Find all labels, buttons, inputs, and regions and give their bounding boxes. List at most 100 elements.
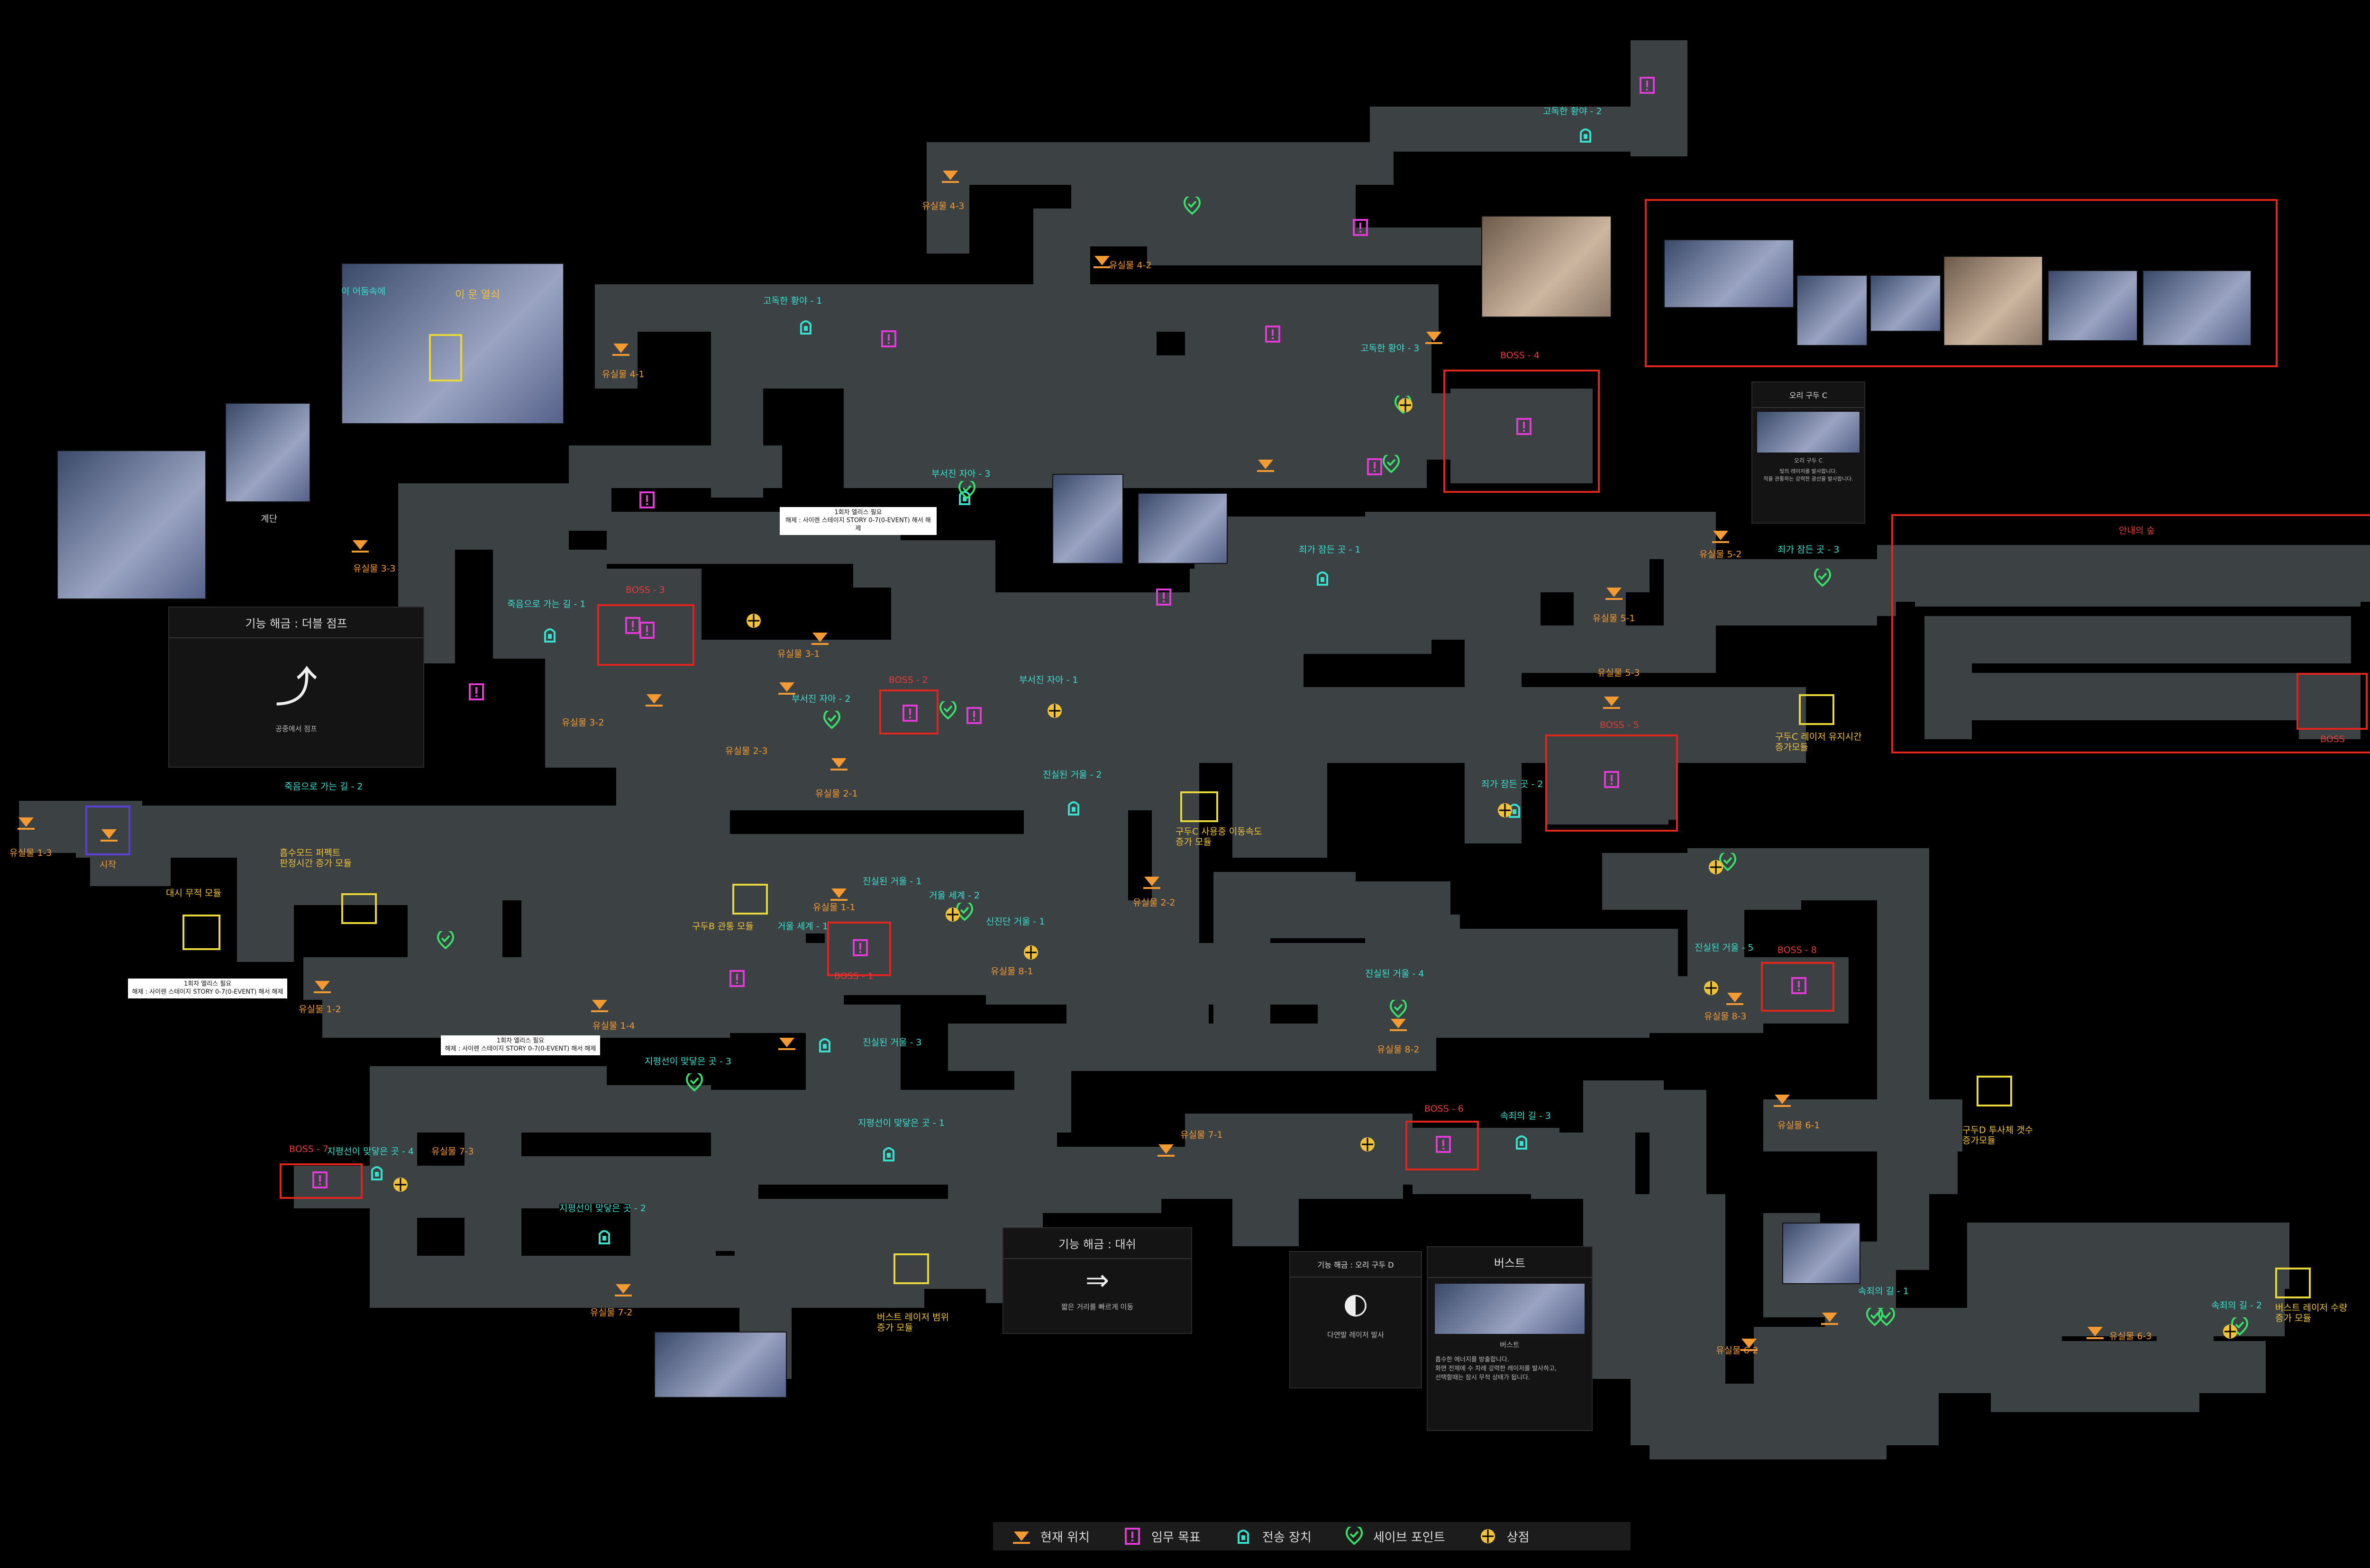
teleport-icon (1512, 1133, 1531, 1151)
legend-label: 세이브 포인트 (1373, 1530, 1445, 1545)
upgrade-frame-burst-amount (2275, 1268, 2311, 1298)
card-double-jump-caption: 공중에서 점프 (275, 725, 317, 733)
mission-icon (1365, 457, 1384, 476)
thumbnail-bottom-area (654, 1332, 787, 1398)
label-relic-7-2: 유실물 7-2 (590, 1307, 633, 1318)
label-burst-amount: 버스트 레이저 수량 증가 모듈 (2275, 1303, 2347, 1323)
current-location-icon (1602, 692, 1621, 711)
label-relic-3-1: 유실물 3-1 (777, 649, 820, 659)
mission-icon (1351, 218, 1370, 237)
label-door-key: 이 문 열쇠 (455, 289, 500, 301)
label-true-mirror-3: 진실된 거울 - 3 (863, 1037, 922, 1048)
thumbnail-strip-5 (2048, 270, 2138, 341)
card-gudu-c-subtitle: 오리 구두 C (1794, 457, 1823, 464)
label-true-mirror-5: 진실된 거울 - 5 (1695, 943, 1754, 953)
label-start: 시작 (100, 860, 116, 870)
label-relic-5-2: 유실물 5-2 (1699, 549, 1742, 560)
label-mirror-world-1: 거울 세계 - 1 (777, 921, 828, 932)
label-gudu-b: 구두B 관통 모듈 (692, 921, 754, 932)
label-relic-8-2: 유실물 8-2 (1377, 1044, 1420, 1055)
frame-boss-1 (827, 922, 891, 976)
label-corridor-2: 죄가 잠든 곳 - 2 (1481, 779, 1543, 789)
teleport-icon (1237, 1530, 1249, 1544)
teleport-icon (367, 1163, 386, 1182)
label-relic-7-3: 유실물 7-3 (431, 1146, 474, 1157)
upgrade-frame-start (85, 806, 130, 855)
shop-icon (1495, 801, 1514, 820)
note-1: 1회차 엘리스 필요 해제 : 사이렌 스테이지 STORY 0-7(0-EVE… (780, 507, 937, 535)
label-boss-1: BOSS - 1 (834, 971, 874, 981)
teleport-icon (1576, 126, 1595, 145)
teleport-icon (796, 317, 815, 336)
teleport-icon (1064, 798, 1083, 817)
label-godseat-1: 신진단 거울 - 1 (986, 916, 1045, 927)
gudu-d-icon: ◐ (1343, 1287, 1368, 1320)
label-absorb-mode: 흡수모드 퍼펙트 판정시간 증가 모듈 (280, 848, 352, 869)
shop-icon (1045, 701, 1064, 720)
label-relic-5-3: 유실물 5-3 (1597, 668, 1640, 678)
current-location-icon (611, 339, 630, 358)
frame-boss-3 (597, 604, 694, 666)
save-point-icon (822, 711, 841, 730)
current-location-icon (1157, 1140, 1176, 1159)
mission-icon (638, 490, 656, 509)
frame-boss-8 (1761, 962, 1834, 1012)
shop-icon (943, 905, 962, 924)
upgrade-frame-dash (182, 915, 220, 950)
current-location-icon (17, 813, 36, 832)
frame-collection (1645, 199, 2278, 367)
legend-item: 전송 장치 (1234, 1527, 1312, 1546)
label-lonely-3: 고독한 황야 - 3 (1360, 343, 1420, 353)
current-location-icon (1725, 988, 1744, 1007)
current-location-icon (1013, 1532, 1030, 1544)
label-dash-invuln: 대시 무적 모듈 (166, 888, 221, 898)
frame-guide-forest (1891, 514, 2370, 753)
label-lonely-2: 고독한 황야 - 2 (1543, 106, 1602, 117)
shop-icon (1358, 1135, 1377, 1154)
upgrade-frame-gudu-b (732, 884, 768, 915)
card-burst-title: 버스트 (1428, 1247, 1592, 1278)
label-boss-3: BOSS - 3 (626, 585, 665, 595)
mission-icon (901, 704, 920, 723)
mission-icon (1602, 770, 1621, 789)
label-corridor-1: 죄가 잠든 곳 - 1 (1299, 544, 1361, 555)
thumbnail-dark-room (341, 263, 564, 424)
label-redemption-1: 속죄의 길 - 1 (1858, 1286, 1909, 1296)
mission-icon (728, 969, 747, 988)
current-location-icon (1093, 251, 1112, 270)
mission-icon (467, 682, 486, 701)
mission-icon (1514, 417, 1533, 436)
burst-image (1434, 1283, 1586, 1335)
thumbnail-strip-3 (1870, 275, 1941, 332)
label-horizon-2: 지평선이 맞닿은 곳 - 2 (559, 1203, 646, 1214)
mission-icon (1789, 976, 1808, 995)
card-dash-caption: 짧은 거리를 빠르게 이동 (1061, 1303, 1134, 1311)
shop-icon (1396, 396, 1415, 415)
label-relic-5-1: 유실물 5-1 (1593, 613, 1635, 624)
legend-label: 전송 장치 (1262, 1530, 1312, 1545)
card-gudu-d-caption: 다연발 레이저 발사 (1327, 1331, 1384, 1339)
current-location-icon (614, 1279, 633, 1298)
current-location-icon (941, 166, 960, 185)
label-relic-8-1: 유실물 8-1 (991, 966, 1033, 977)
label-relic-2-3: 유실물 2-3 (725, 746, 768, 756)
frame-boss-6 (1405, 1121, 1479, 1170)
save-point-icon (1382, 455, 1401, 474)
card-double-jump: 기능 해금 : 더블 점프 ⤴ 공중에서 점프 (168, 607, 424, 768)
thumbnail-strip-6 (2142, 270, 2252, 346)
mission-icon (1124, 1528, 1140, 1545)
double-jump-icon: ⤴ (275, 662, 318, 712)
label-broken-self-2: 부서진 자아 - 2 (792, 694, 851, 704)
mission-icon (1434, 1135, 1453, 1154)
mission-icon (1154, 588, 1173, 607)
thumbnail-strip-4 (1943, 256, 2043, 346)
label-redemption-2: 속죄의 길 - 2 (2211, 1300, 2262, 1311)
label-broken-self-3: 부서진 자아 - 3 (931, 469, 991, 479)
current-location-icon (351, 535, 370, 554)
label-relic-1-2: 유실물 1-2 (299, 1004, 341, 1015)
upgrade-frame-gudu-c-speed (1180, 791, 1218, 822)
current-location-icon (100, 825, 118, 843)
shop-icon (1480, 1529, 1495, 1543)
save-point-icon (939, 701, 957, 720)
